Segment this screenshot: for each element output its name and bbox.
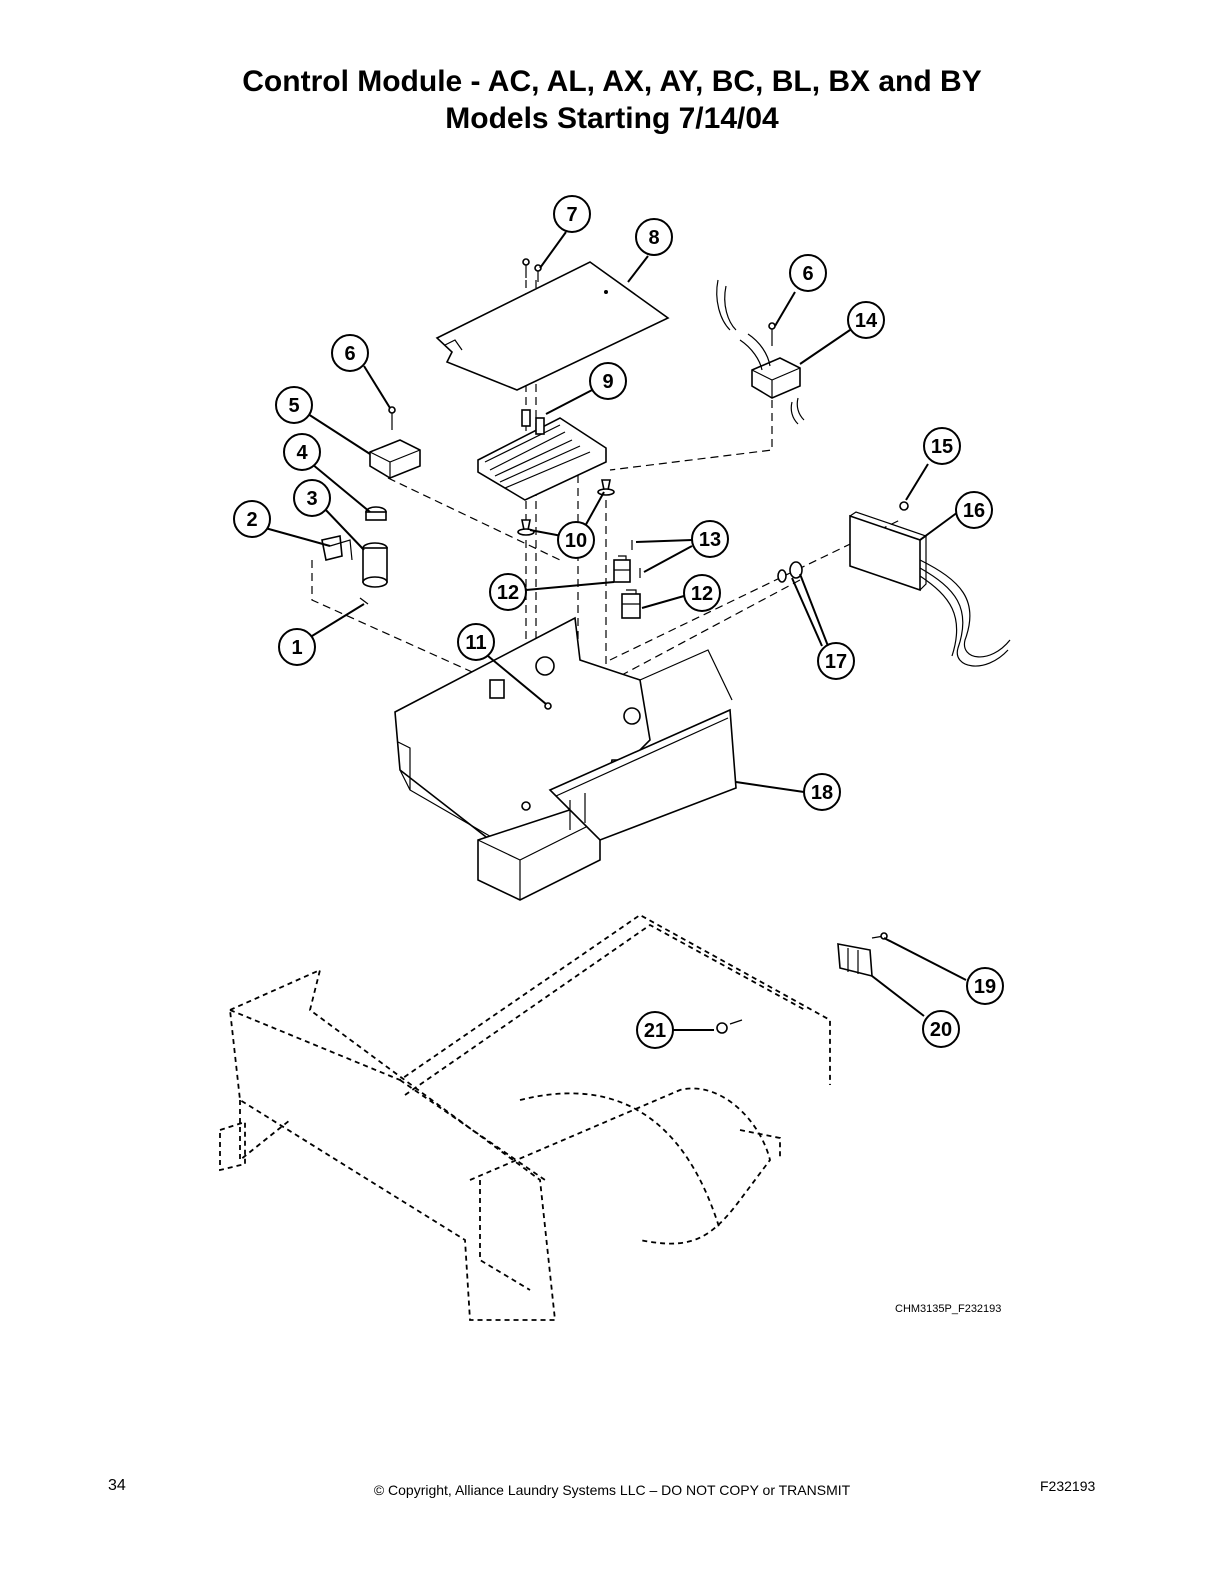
- leader-lines: [257, 231, 967, 1031]
- nut-item-21: [716, 1019, 743, 1034]
- callout-8: 8: [635, 218, 673, 256]
- relay-box-right: [716, 279, 805, 425]
- svg-text:12: 12: [497, 582, 519, 604]
- noise-filter: [777, 501, 1011, 667]
- svg-text:15: 15: [931, 436, 953, 458]
- svg-text:4: 4: [296, 442, 308, 464]
- svg-text:8: 8: [648, 227, 659, 249]
- page-number: 34: [108, 1477, 126, 1494]
- callout-10: 10: [557, 521, 595, 559]
- callout-14: 14: [847, 301, 885, 339]
- callout-21: 21: [636, 1011, 674, 1049]
- svg-text:21: 21: [644, 1020, 666, 1042]
- callout-7: 7: [553, 195, 591, 233]
- svg-text:14: 14: [855, 310, 878, 332]
- svg-text:17: 17: [825, 651, 847, 673]
- svg-text:6: 6: [802, 263, 813, 285]
- svg-text:6: 6: [344, 343, 355, 365]
- callout-16: 16: [955, 491, 993, 529]
- callout-6-left: 6: [331, 334, 369, 372]
- callout-15: 15: [923, 427, 961, 465]
- callout-1: 1: [278, 628, 316, 666]
- callout-5: 5: [275, 386, 313, 424]
- svg-text:9: 9: [602, 371, 613, 393]
- small-relays: [613, 540, 641, 619]
- document-number: F232193: [1040, 1478, 1096, 1494]
- svg-text:20: 20: [930, 1019, 952, 1041]
- callout-12-right: 12: [683, 574, 721, 612]
- svg-text:18: 18: [811, 782, 833, 804]
- control-chassis: [394, 616, 737, 901]
- callout-20: 20: [922, 1010, 960, 1048]
- svg-text:2: 2: [246, 509, 257, 531]
- relay-box-left: [369, 406, 421, 479]
- svg-text:5: 5: [288, 395, 299, 417]
- callout-6-right: 6: [789, 254, 827, 292]
- svg-text:7: 7: [566, 204, 577, 226]
- svg-text:16: 16: [963, 500, 985, 522]
- callout-19: 19: [966, 967, 1004, 1005]
- svg-text:11: 11: [465, 632, 486, 654]
- title-line-2: Models Starting 7/14/04: [445, 102, 779, 135]
- terminal-board: [477, 409, 607, 501]
- callout-2: 2: [233, 500, 271, 538]
- capacitor-assembly: [321, 506, 388, 605]
- svg-text:19: 19: [974, 976, 996, 998]
- svg-text:3: 3: [306, 488, 317, 510]
- callout-4: 4: [283, 433, 321, 471]
- svg-text:12: 12: [691, 583, 713, 605]
- machine-frame-phantom: [219, 913, 831, 1321]
- cover-plate: [435, 261, 670, 391]
- title-line-1: Control Module - AC, AL, AX, AY, BC, BL,…: [242, 65, 982, 98]
- svg-text:10: 10: [565, 530, 587, 552]
- drawing-id: CHM3135P_F232193: [895, 1303, 1002, 1315]
- screws-item-7: [522, 258, 542, 282]
- svg-text:1: 1: [291, 637, 302, 659]
- callout-11: 11: [457, 623, 495, 661]
- switch-assembly: [837, 932, 888, 978]
- callout-17: 17: [817, 642, 855, 680]
- callout-13: 13: [691, 520, 729, 558]
- callout-3: 3: [293, 479, 331, 517]
- callout-9: 9: [589, 362, 627, 400]
- callout-12-left: 12: [489, 573, 527, 611]
- copyright-notice: © Copyright, Alliance Laundry Systems LL…: [373, 1482, 851, 1498]
- svg-text:13: 13: [699, 529, 721, 551]
- callout-18: 18: [803, 773, 841, 811]
